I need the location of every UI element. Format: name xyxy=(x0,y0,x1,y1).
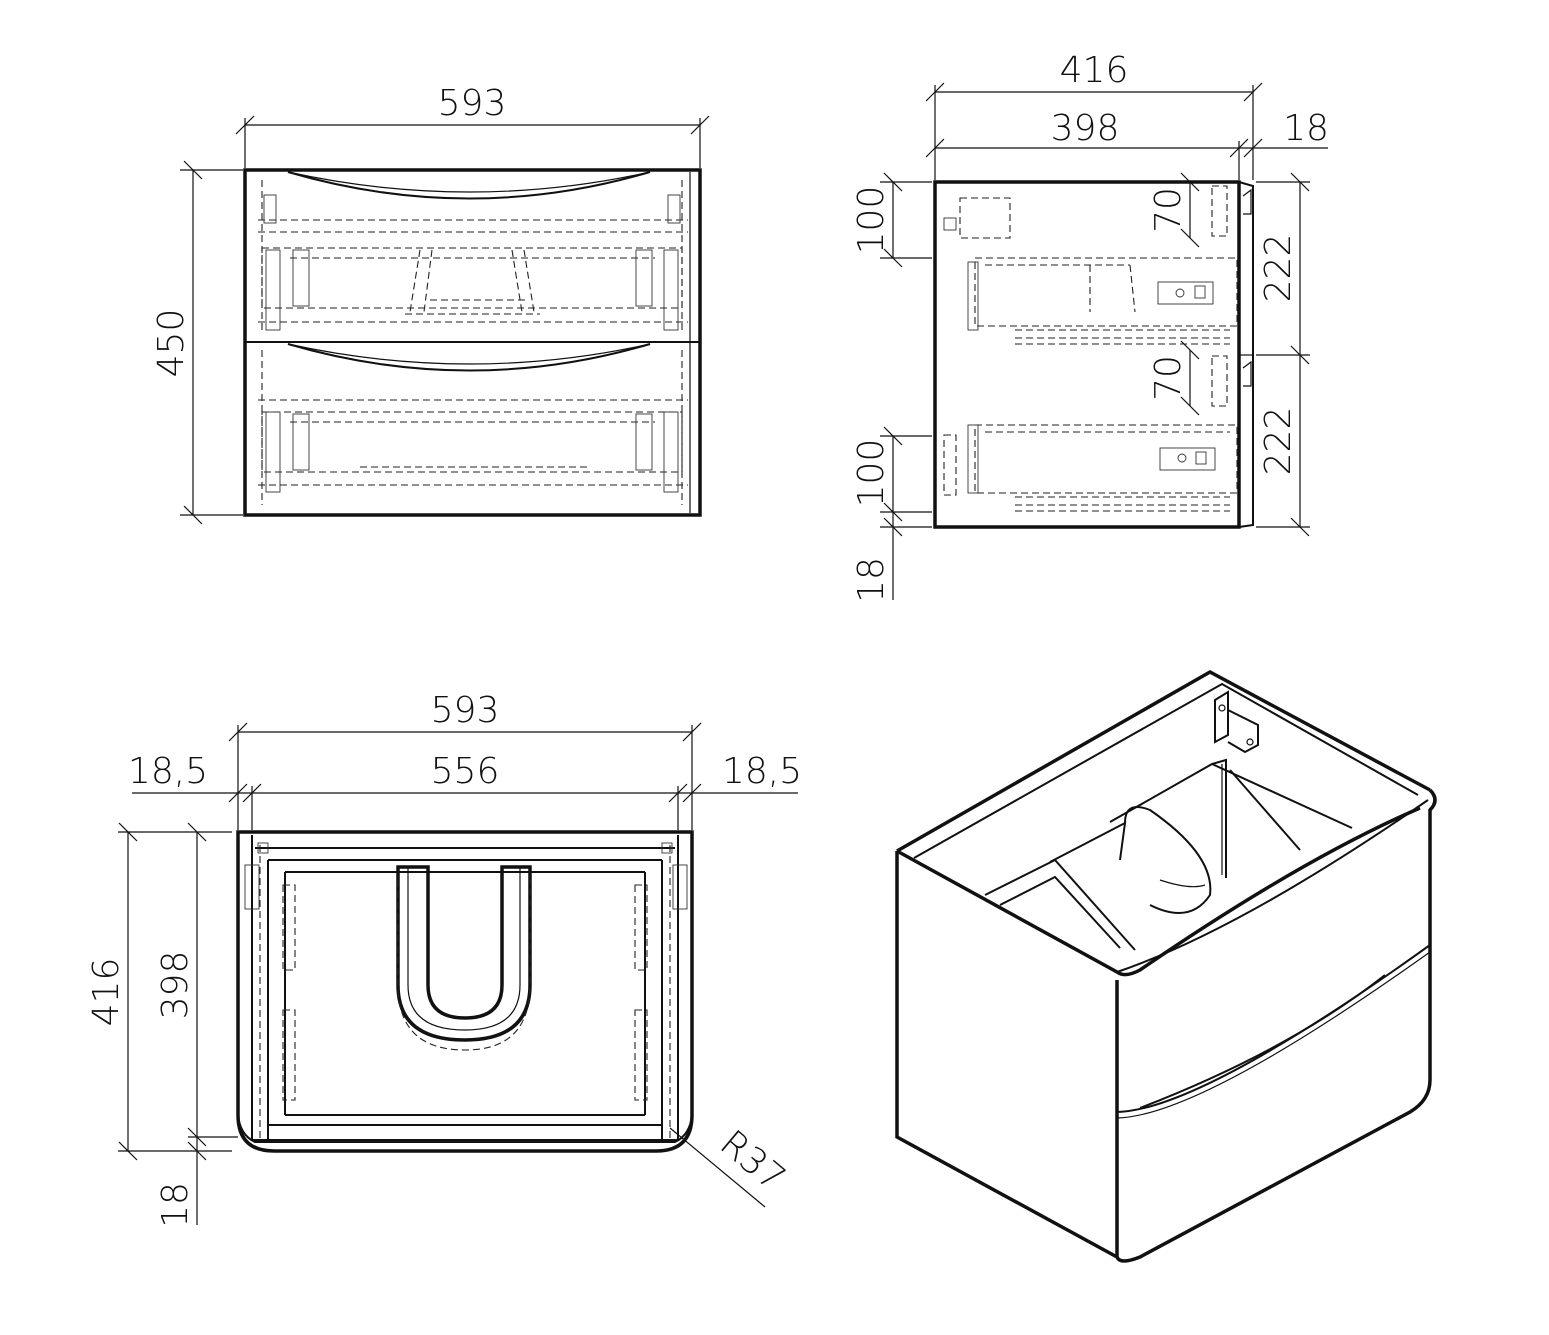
top-left-panel-label: 18,5 xyxy=(128,751,208,792)
side-drawer-top-label: 222 xyxy=(1258,234,1299,303)
side-base-label: 18 xyxy=(851,557,892,603)
side-panel-label: 18 xyxy=(1283,108,1329,149)
side-offset-bottom-label: 100 xyxy=(851,439,892,508)
front-width-label: 593 xyxy=(438,83,507,124)
front-height-label: 450 xyxy=(151,309,192,378)
top-view: 593 556 18,5 18,5 416 398 18 xyxy=(86,690,802,1228)
side-inner-depth-label: 398 xyxy=(1051,108,1120,149)
side-view: 416 398 18 xyxy=(851,50,1329,603)
isometric-view xyxy=(895,669,1437,1263)
front-view: 593 450 xyxy=(151,83,710,525)
top-depth-label: 416 xyxy=(86,958,127,1027)
top-inner-width-label: 556 xyxy=(431,751,500,792)
top-inner-depth-label: 398 xyxy=(155,951,196,1020)
top-right-panel-label: 18,5 xyxy=(722,751,802,792)
top-width-label: 593 xyxy=(431,690,500,731)
side-handle-bottom-label: 70 xyxy=(1148,355,1189,401)
side-depth-label: 416 xyxy=(1060,50,1129,91)
side-drawer-bottom-label: 222 xyxy=(1258,407,1299,476)
top-radius-label: R37 xyxy=(712,1123,793,1200)
side-offset-top-label: 100 xyxy=(851,186,892,255)
top-front-label: 18 xyxy=(155,1182,196,1228)
side-handle-top-label: 70 xyxy=(1148,187,1189,233)
